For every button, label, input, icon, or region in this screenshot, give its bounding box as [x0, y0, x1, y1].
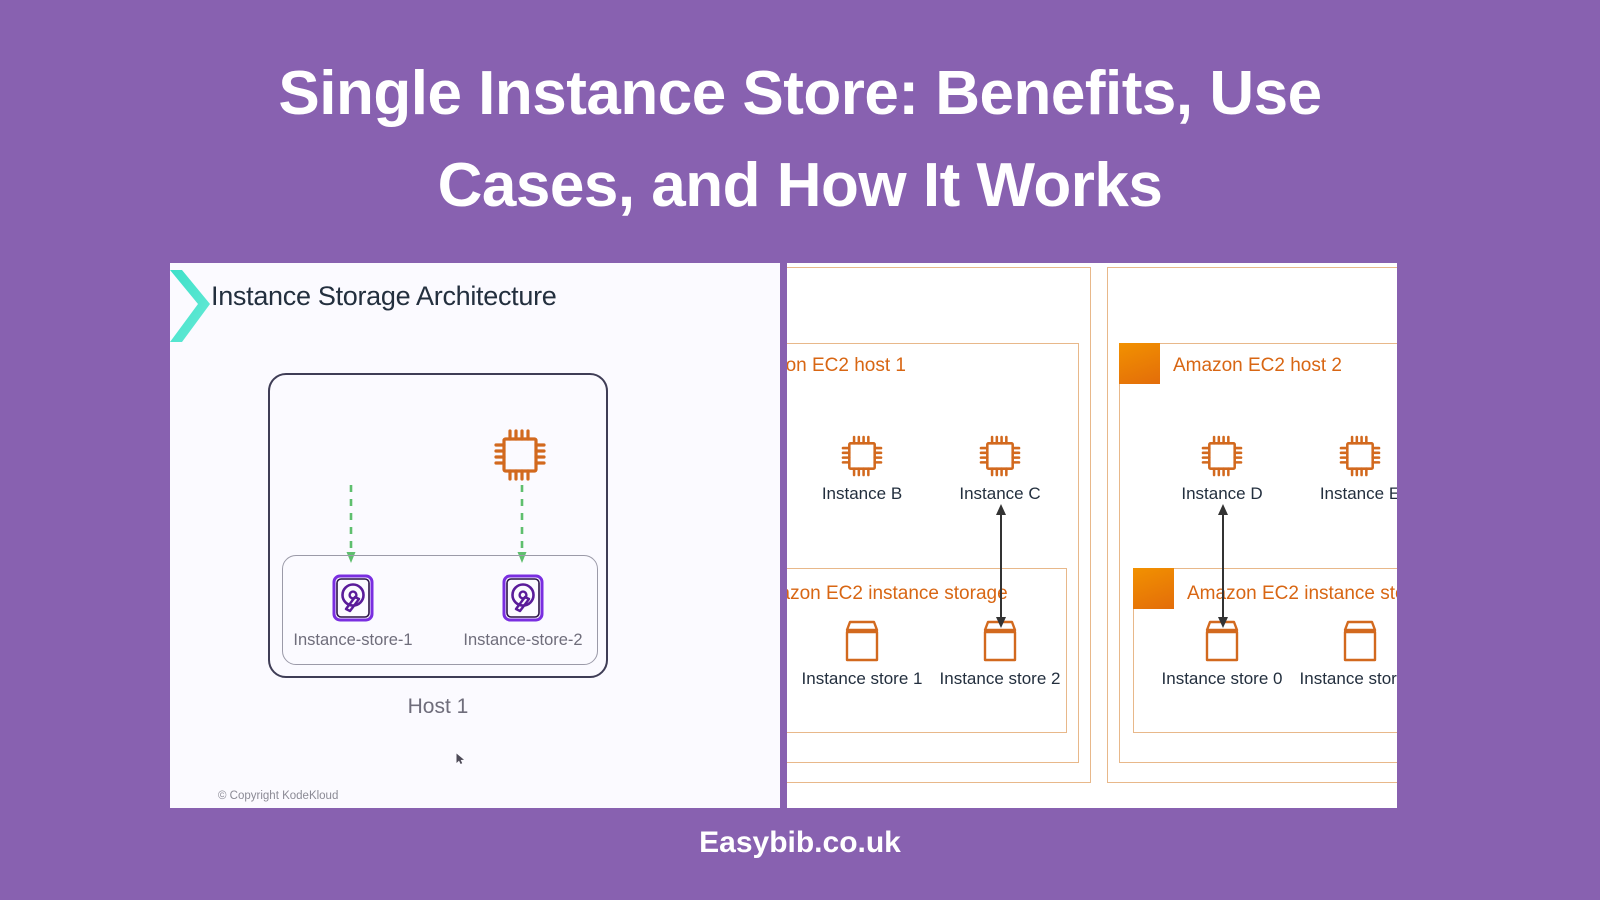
instance-store-1-node-host2[interactable]: Instance store 1	[1285, 618, 1397, 689]
slide-title: Instance Storage Architecture	[211, 281, 557, 311]
right-image-panel: Amazon EC2 host 1 Amazon EC2 host 2 Amaz…	[787, 263, 1397, 808]
page-title: Single Instance Store: Benefits, Use Cas…	[278, 59, 1322, 220]
hard-disk-icon	[502, 574, 544, 622]
instance-store-1-label: Instance-store-1	[293, 631, 413, 649]
instance-store-2-label: Instance-store-2	[463, 631, 583, 649]
instance-e-node[interactable]: Instance E	[1285, 433, 1397, 504]
instance-d-node[interactable]: Instance D	[1147, 433, 1297, 504]
instance-store-2-label-host1: Instance store 2	[939, 669, 1061, 688]
instance-b-node[interactable]: Instance B	[787, 433, 937, 504]
left-image-panel: Instance Storage Architecture	[170, 263, 780, 808]
host-container-box: Instance-store-1 Instance-store-2	[268, 373, 608, 764]
cpu-chip-icon	[841, 435, 883, 477]
instance-store-0-label-host2: Instance store 0	[1161, 669, 1283, 688]
aws-architecture-canvas: Amazon EC2 host 1 Amazon EC2 host 2 Amaz…	[787, 263, 1397, 808]
ec2-instance-storage-1-box	[787, 568, 1067, 733]
instance-store-icon	[983, 620, 1017, 662]
ec2-instance-storage-2-label: Amazon EC2 instance storage	[1187, 583, 1397, 604]
instance-store-2[interactable]: Instance-store-2	[458, 573, 588, 650]
ec2-host-2-label: Amazon EC2 host 2	[1173, 355, 1342, 376]
cpu-chip-icon	[1339, 435, 1381, 477]
instance-store-1[interactable]: Instance-store-1	[288, 573, 418, 650]
instance-store-1-label-host2: Instance store 1	[1299, 669, 1397, 688]
instance-d-label: Instance D	[1181, 484, 1263, 503]
instance-store-2-node-host1[interactable]: Instance store 2	[925, 618, 1075, 689]
hard-disk-icon	[332, 574, 374, 622]
mouse-cursor-icon	[456, 753, 464, 764]
ec2-host-2-box	[1119, 343, 1397, 763]
instance-store-0-node-host2[interactable]: Instance store 0	[1147, 618, 1297, 689]
instance-e-label: Instance E	[1319, 484, 1397, 503]
instance-c-node[interactable]: Instance C	[925, 433, 1075, 504]
instance-c-label: Instance C	[959, 484, 1041, 503]
aws-resource-tag-host-2	[1119, 343, 1160, 384]
copyright-notice: © Copyright KodeKloud	[218, 790, 339, 802]
ec2-host-1-box	[787, 343, 1079, 763]
instance-store-1-node-host1[interactable]: Instance store 1	[787, 618, 937, 689]
cpu-chip-icon	[494, 429, 546, 481]
ec2-instance-storage-2-box	[1133, 568, 1397, 733]
cpu-chip-icon	[1201, 435, 1243, 477]
instance-store-icon	[1205, 620, 1239, 662]
dashed-arrow-down-icon-2	[517, 485, 527, 563]
instance-store-icon	[1343, 620, 1377, 662]
dashed-arrow-down-icon-1	[346, 485, 356, 563]
aws-outer-group-2	[1107, 267, 1397, 783]
cpu-chip-icon	[979, 435, 1021, 477]
footer-brand: Easybib.co.uk	[699, 826, 901, 859]
ec2-instance-storage-1-label: Amazon EC2 instance storage	[787, 583, 1008, 604]
ec2-host-1-label: Amazon EC2 host 1	[787, 355, 906, 376]
aws-resource-tag-storage-2	[1133, 568, 1174, 609]
aws-outer-group-1	[787, 267, 1091, 783]
host-label: Host 1	[407, 695, 469, 718]
double-headed-arrow-icon-3	[1218, 504, 1228, 628]
instance-store-group-box	[282, 555, 598, 665]
instance-store-1-label-host1: Instance store 1	[801, 669, 923, 688]
instance-store-icon	[845, 620, 879, 662]
kodekloud-chevron-logo	[170, 270, 210, 342]
double-headed-arrow-icon-2	[996, 504, 1006, 628]
instance-b-label: Instance B	[821, 484, 903, 503]
